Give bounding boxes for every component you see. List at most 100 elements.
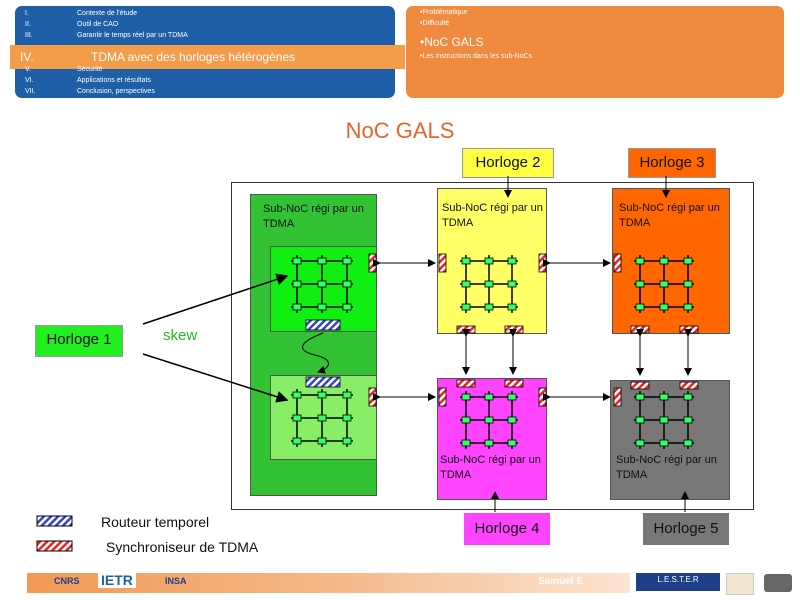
partner-logo: [726, 573, 754, 595]
mesh-node: [659, 303, 669, 311]
mesh-node: [507, 393, 517, 401]
synchronizer: [679, 325, 699, 334]
subsection-item[interactable]: •Difficulté: [420, 20, 450, 27]
slide-title: NoC GALS: [345, 118, 455, 143]
mesh-node: [635, 280, 645, 288]
subnoc-block-gray: Sub-NoC régi par un TDMA: [610, 380, 730, 500]
cnrs-logo: CNRS: [54, 576, 80, 586]
clock-5-label: Horloge 5: [643, 513, 729, 545]
synchronizer: [679, 381, 699, 390]
clock-2-label: Horloge 2: [462, 148, 554, 178]
temporal-router: [305, 376, 341, 388]
legend-router-label: Routeur temporel: [101, 514, 210, 530]
synchronizer: [630, 325, 650, 334]
clock-3-label: Horloge 3: [628, 148, 716, 178]
mesh-node: [683, 439, 693, 447]
mesh-node: [484, 393, 494, 401]
outline-text: Contexte de l'étude: [77, 10, 138, 17]
outline-text: Conclusion, perspectives: [77, 88, 155, 95]
clock-4-label: Horloge 4: [464, 513, 550, 545]
mesh-node: [659, 280, 669, 288]
subsection-item[interactable]: •Les instructions dans les sub-NoCs: [420, 53, 533, 60]
outline-item-current[interactable]: IV. TDMA avec des horloges hétérogènes: [10, 45, 405, 69]
synchronizer: [538, 387, 547, 407]
subnoc-label: Sub-NoC régi par un TDMA: [616, 454, 717, 481]
synchronizer: [630, 381, 650, 390]
synchronizer: [438, 253, 447, 273]
mesh-node: [317, 414, 327, 422]
outline-text: Sécurité: [77, 66, 103, 73]
temporal-router: [305, 319, 341, 331]
mesh-node: [683, 257, 693, 265]
legend-sync-label: Synchroniseur de TDMA: [106, 539, 259, 555]
mesh-node: [484, 280, 494, 288]
subsection-item-current[interactable]: •NoC GALS: [420, 35, 484, 49]
mesh-node: [484, 257, 494, 265]
clock-1-label: Horloge 1: [35, 325, 123, 357]
mesh-node: [659, 416, 669, 424]
mesh-node: [317, 303, 327, 311]
synchronizer: [504, 325, 524, 334]
synchronizer: [538, 253, 547, 273]
synchronizer: [613, 387, 622, 407]
mesh-node: [461, 393, 471, 401]
subnoc-label: Sub-NoC régi par un TDMA: [263, 203, 364, 230]
outline-text: Applications et résultats: [77, 77, 151, 84]
mesh-node: [683, 416, 693, 424]
mesh-node: [342, 391, 352, 399]
synchronizer: [456, 325, 476, 334]
outline-text: Garantir le temps réel par un TDMA: [77, 32, 188, 39]
subnoc-label: Sub-NoC régi par un TDMA: [619, 202, 720, 229]
mesh-node: [659, 393, 669, 401]
outline-panel: I. Contexte de l'étude II. Outil de CAO …: [10, 6, 405, 98]
mesh-node: [659, 257, 669, 265]
synchronizer: [456, 379, 476, 388]
page-number-box: [764, 574, 792, 592]
mesh-node: [683, 393, 693, 401]
mesh-node: [342, 303, 352, 311]
mesh-node: [292, 257, 302, 265]
mesh-node: [461, 439, 471, 447]
synchronizer: [613, 253, 622, 273]
outline-number: II.: [25, 21, 31, 28]
synchronizer: [368, 253, 377, 273]
subnoc-label: Sub-NoC régi par un TDMA: [442, 202, 543, 229]
mesh-node: [292, 303, 302, 311]
mesh-node: [484, 303, 494, 311]
legend-sync-swatch: [36, 540, 73, 552]
mesh-node: [507, 439, 517, 447]
outline-number: VII.: [25, 88, 36, 95]
legend-router-swatch: [36, 515, 73, 527]
mesh-node: [342, 414, 352, 422]
outline-number: IV.: [20, 50, 34, 64]
mesh-node: [461, 280, 471, 288]
mesh-node: [635, 303, 645, 311]
ietr-logo: IETR: [98, 572, 136, 588]
mesh-node: [292, 280, 302, 288]
synchronizer: [504, 379, 524, 388]
mesh-node: [292, 414, 302, 422]
mesh-node: [317, 280, 327, 288]
lester-logo: L.E.S.T.E.R: [636, 573, 720, 591]
outline-number: I.: [25, 10, 29, 17]
author-name: Samuel E: [538, 576, 584, 587]
mesh-node: [507, 303, 517, 311]
outline-number: VI.: [25, 77, 34, 84]
subnoc-block-orange: Sub-NoC régi par un TDMA: [612, 188, 730, 334]
mesh-node: [507, 416, 517, 424]
mesh-node: [317, 391, 327, 399]
subsection-text: Les instructions dans les sub-NoCs: [422, 53, 533, 60]
subsection-item[interactable]: •Problématique: [420, 9, 468, 16]
subnoc-label: Sub-NoC régi par un TDMA: [440, 454, 541, 481]
mesh-node: [507, 280, 517, 288]
mesh-node: [659, 439, 669, 447]
synchronizer: [368, 387, 377, 407]
mesh-node: [342, 437, 352, 445]
mesh-node: [461, 257, 471, 265]
mesh-node: [292, 391, 302, 399]
subsection-panel: •Problématique •Difficulté •NoC GALS •Le…: [406, 6, 784, 98]
subsection-text: Problématique: [422, 9, 468, 16]
mesh-node: [507, 257, 517, 265]
mesh-node: [342, 280, 352, 288]
